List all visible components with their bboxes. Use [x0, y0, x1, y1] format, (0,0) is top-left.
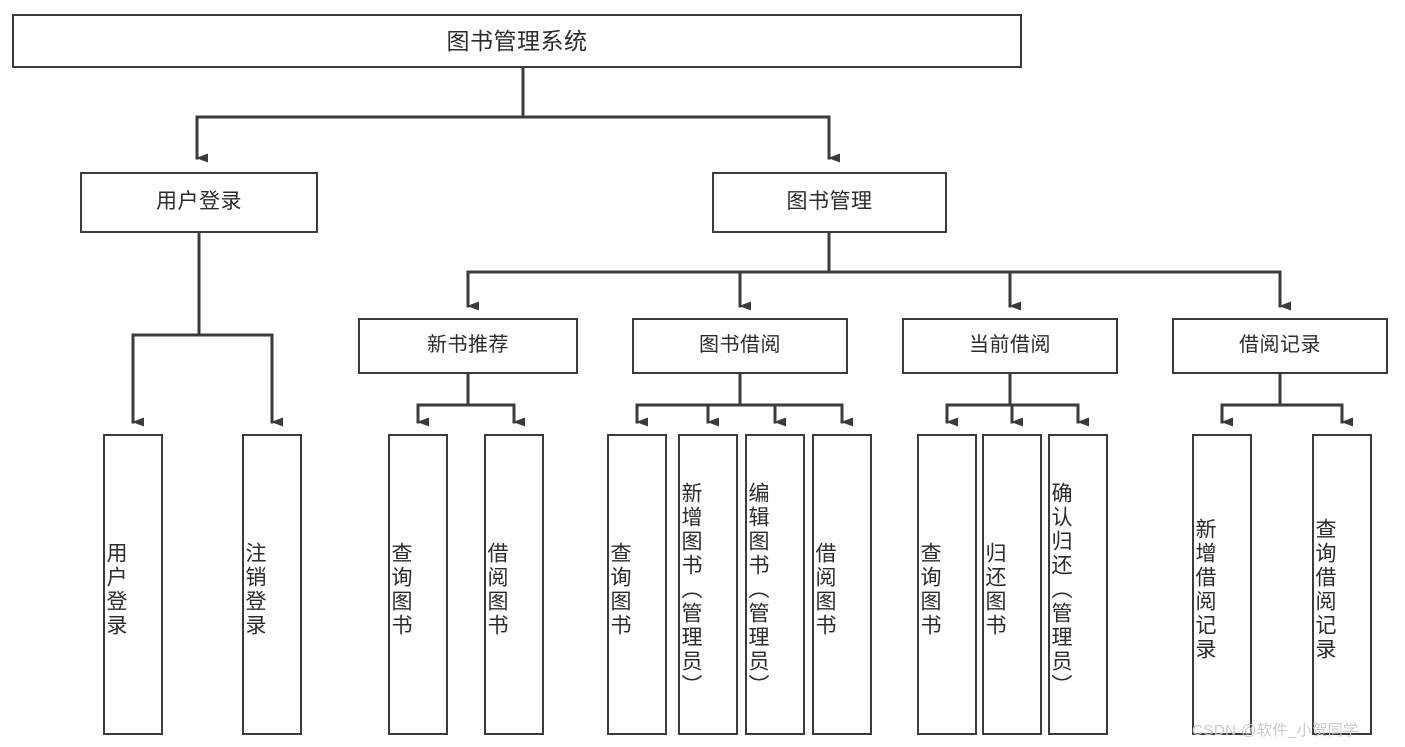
node-label: 新增图书（管理员） [679, 481, 702, 698]
node-label: 查询图书 [608, 541, 631, 638]
node-label: 确认归还（管理员） [1049, 481, 1072, 698]
node-leaf-logout-login[interactable]: 注销登录 [242, 434, 302, 735]
node-label: 借阅记录 [1239, 334, 1321, 357]
node-leaf-confirm-return[interactable]: 确认归还（管理员） [1048, 434, 1108, 735]
node-label: 图书借阅 [699, 334, 781, 357]
node-label: 借阅图书 [813, 541, 836, 638]
node-leaf-return-book[interactable]: 归还图书 [982, 434, 1042, 735]
node-label: 图书管理 [786, 190, 873, 214]
node-leaf-query-book-3[interactable]: 查询图书 [917, 434, 977, 735]
node-borrow-record[interactable]: 借阅记录 [1172, 318, 1388, 374]
node-label: 注销登录 [243, 541, 266, 638]
node-leaf-query-book-1[interactable]: 查询图书 [388, 434, 448, 735]
node-user-login[interactable]: 用户登录 [80, 172, 318, 233]
node-leaf-borrow-book-2[interactable]: 借阅图书 [812, 434, 872, 735]
node-label: 新书推荐 [427, 334, 509, 357]
node-label: 归还图书 [983, 541, 1006, 638]
node-label: 当前借阅 [969, 334, 1051, 357]
node-label: 用户登录 [104, 541, 127, 638]
node-label: 查询借阅记录 [1313, 517, 1336, 662]
node-label: 用户登录 [156, 190, 242, 214]
node-leaf-add-record[interactable]: 新增借阅记录 [1192, 434, 1252, 735]
node-label: 编辑图书（管理员） [746, 481, 769, 698]
node-book-borrow[interactable]: 图书借阅 [632, 318, 848, 374]
node-leaf-query-book-2[interactable]: 查询图书 [607, 434, 667, 735]
node-book-manage[interactable]: 图书管理 [712, 172, 947, 233]
node-leaf-borrow-book-1[interactable]: 借阅图书 [484, 434, 544, 735]
node-label: 新增借阅记录 [1193, 517, 1216, 662]
node-root-system[interactable]: 图书管理系统 [12, 14, 1022, 68]
node-new-book-rec[interactable]: 新书推荐 [358, 318, 578, 374]
node-leaf-query-record[interactable]: 查询借阅记录 [1312, 434, 1372, 735]
watermark: CSDN @软件_小贺同学 [1192, 722, 1359, 739]
node-leaf-edit-book[interactable]: 编辑图书（管理员） [745, 434, 805, 735]
node-leaf-user-login[interactable]: 用户登录 [103, 434, 163, 735]
node-label: 查询图书 [918, 541, 941, 638]
node-leaf-add-book[interactable]: 新增图书（管理员） [678, 434, 738, 735]
node-label: 查询图书 [389, 541, 412, 638]
node-label: 图书管理系统 [446, 27, 588, 54]
node-current-borrow[interactable]: 当前借阅 [902, 318, 1118, 374]
node-label: 借阅图书 [485, 541, 508, 638]
